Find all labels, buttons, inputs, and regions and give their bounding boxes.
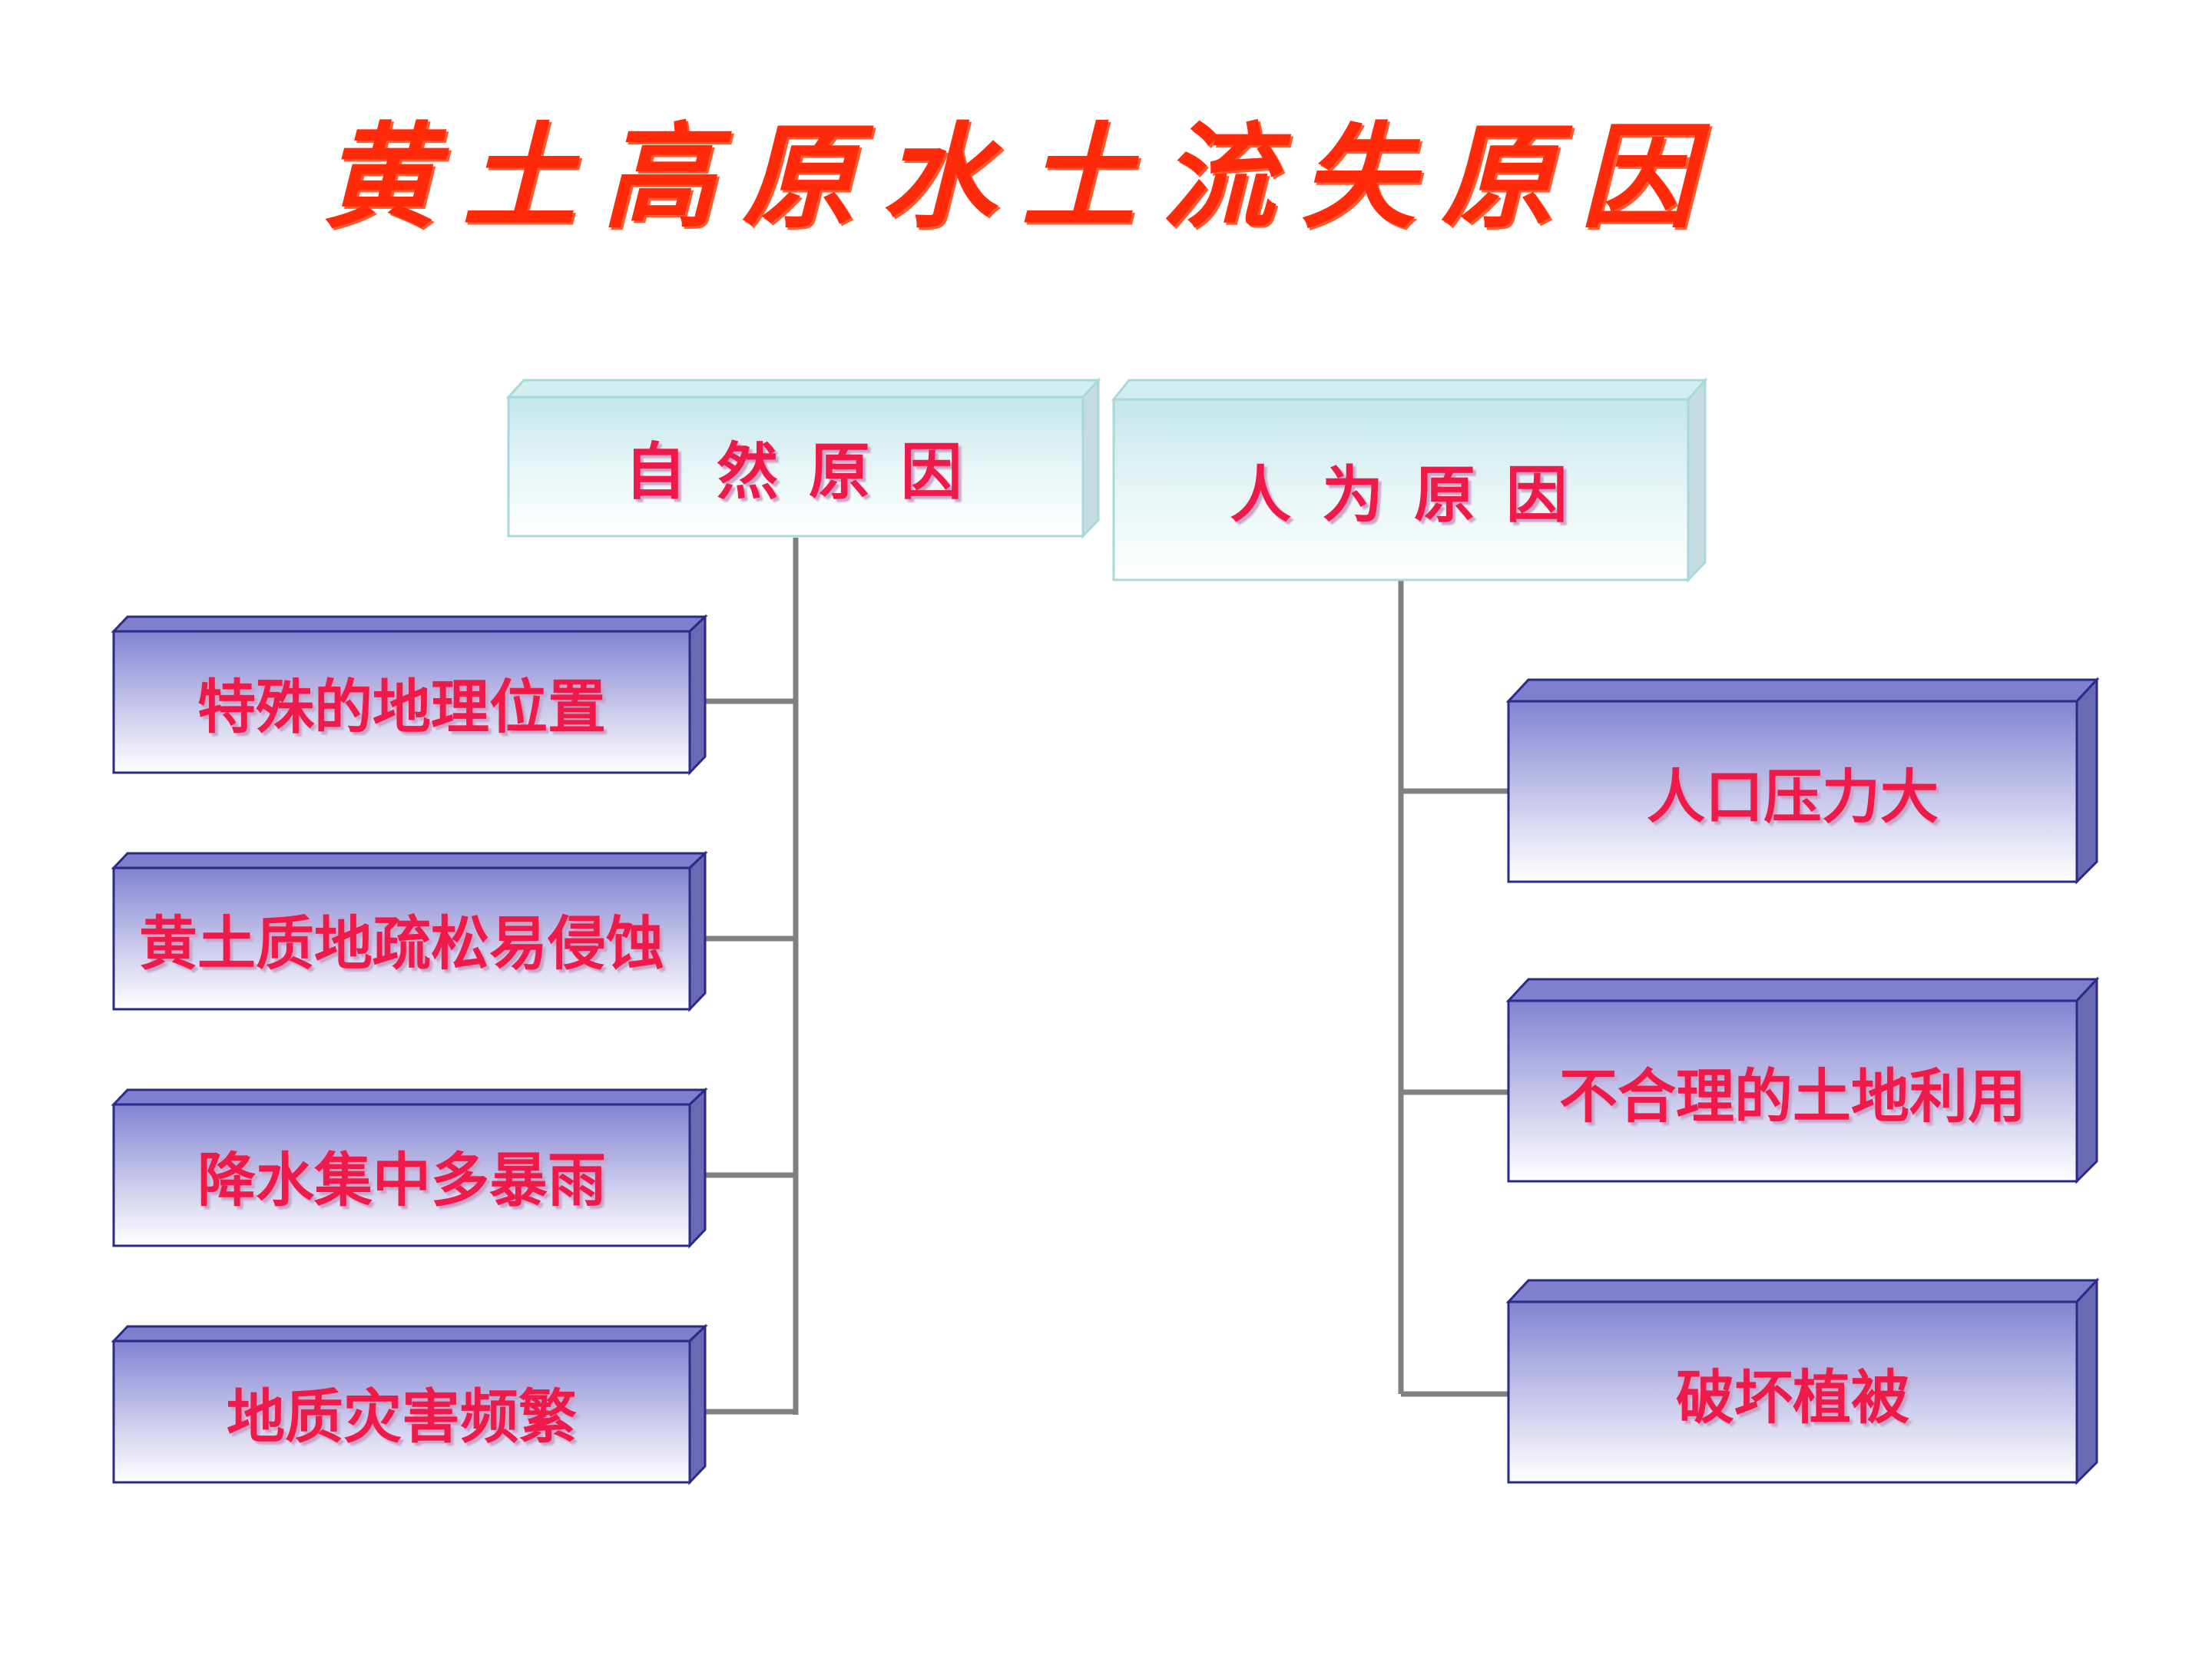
natural-causes-label: 自 然 原 因	[624, 435, 967, 508]
natural-cause-box-2	[111, 850, 708, 1012]
natural-cause-label-1: 特殊的地理位置	[197, 673, 606, 741]
human-connectors	[1398, 580, 1508, 1397]
human-causes-label: 人 为 原 因	[1230, 459, 1572, 531]
slide-title: 黄土高原水土流失原因	[323, 110, 1720, 243]
human-cause-label-2: 不合理的土地利用	[1559, 1061, 2026, 1131]
human-cause-box-2	[1505, 976, 2100, 1184]
natural-cause-label-3: 降水集中多暴雨	[197, 1146, 606, 1214]
natural-cause-label-2: 黄土质地疏松易侵蚀	[139, 909, 664, 978]
human-cause-label-1: 人口压力大	[1647, 762, 1939, 831]
natural-cause-box-3	[111, 1087, 708, 1249]
natural-connectors	[705, 538, 799, 1415]
natural-cause-box-4	[111, 1323, 708, 1485]
human-cause-box-1	[1505, 677, 2100, 885]
human-causes-header-box	[1111, 377, 1708, 583]
natural-causes-header-box	[505, 377, 1101, 539]
human-cause-label-3: 破坏植被	[1676, 1363, 1909, 1432]
human-cause-box-3	[1505, 1277, 2100, 1485]
natural-cause-box-1	[111, 614, 708, 776]
natural-cause-label-4: 地质灾害频繁	[227, 1382, 577, 1451]
